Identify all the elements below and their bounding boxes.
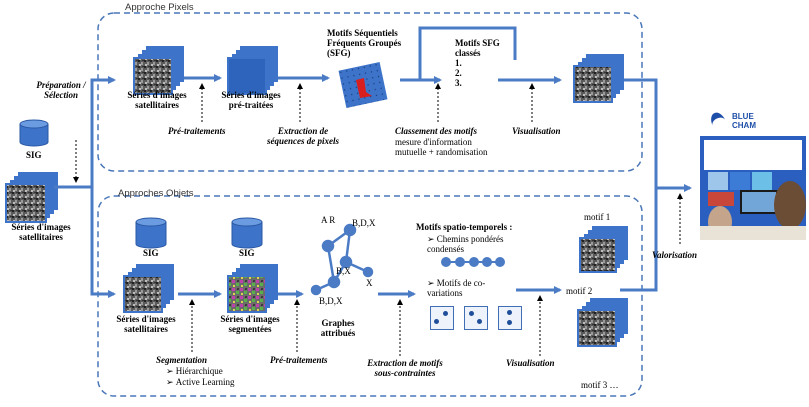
graph-label-x: X bbox=[366, 278, 373, 288]
pix-series-pre-label: Séries d'images pré-traitées bbox=[221, 90, 281, 110]
left-series-label: Séries d'images satellitaires bbox=[11, 222, 71, 242]
pix-pretraitements-label: Pré-traitements bbox=[168, 126, 226, 136]
covar-square-3 bbox=[498, 306, 522, 330]
seg-item-0: ➢ Hiérarchique bbox=[166, 366, 223, 376]
prep-label: Préparation / Sélection bbox=[36, 80, 86, 100]
obj-series-sat-label: Séries d'images satellitaires bbox=[116, 314, 176, 334]
obj-sig2-label: SIG bbox=[239, 248, 255, 258]
pix-pre-stack bbox=[227, 46, 278, 95]
classement-title: Classement des motifs bbox=[395, 126, 478, 136]
graph-label-bdx-top: B,D,X bbox=[352, 218, 376, 228]
pix-sat-stack bbox=[133, 46, 184, 95]
seg-item-1: ➢ Active Learning bbox=[166, 377, 235, 387]
obj-sig-cylinder-2 bbox=[231, 217, 263, 249]
logo-line1: BLUE bbox=[732, 112, 754, 121]
motif3-label: motif 3 … bbox=[581, 380, 619, 390]
pix-extraction-label: Extraction de séquences de pixels bbox=[267, 126, 339, 146]
bluecham-picture bbox=[700, 136, 806, 240]
obj-sig-cylinder-1 bbox=[135, 217, 167, 249]
objects-section-title: Approches Objets bbox=[118, 188, 194, 199]
obj-sig1-label: SIG bbox=[143, 248, 159, 258]
seg-item-1-text: Active Learning bbox=[175, 377, 235, 387]
motif1-stack bbox=[579, 226, 628, 273]
left-sig-cylinder bbox=[19, 119, 49, 147]
motif2-stack bbox=[577, 298, 628, 347]
obj-extraction-label: Extraction de motifs sous-contraintes bbox=[367, 358, 443, 378]
connector-right-bottom bbox=[620, 188, 658, 292]
graph-label-bx: B,X bbox=[336, 266, 351, 276]
weighted-chain bbox=[441, 257, 505, 267]
left-image-stack bbox=[5, 172, 58, 223]
motifs-item-1: ➢ Motifs de co- variations bbox=[427, 278, 486, 298]
motifs-item-0-text: Chemins pondérés condensés bbox=[427, 234, 504, 254]
motifs-item-1-text: Motifs de co- variations bbox=[427, 278, 486, 298]
graphes-label: Graphes attribués bbox=[320, 318, 356, 338]
motif1-label: motif 1 bbox=[584, 212, 611, 222]
covar-square-1 bbox=[430, 306, 454, 330]
valorisation-label: Valorisation bbox=[652, 250, 698, 260]
connector-left-trunk bbox=[54, 76, 116, 189]
attributed-graph bbox=[310, 223, 374, 296]
objects-section-box bbox=[97, 195, 643, 397]
graph-label-ar: A R bbox=[321, 215, 336, 225]
sfg-pattern-box bbox=[338, 62, 388, 108]
obj-seg-stack bbox=[227, 264, 278, 313]
left-sig-label: SIG bbox=[26, 150, 42, 160]
obj-visualisation-label: Visualisation bbox=[506, 358, 555, 368]
classement-desc: mesure d'information mutuelle + randomis… bbox=[395, 137, 488, 157]
connector-right-top bbox=[620, 78, 692, 192]
obj-pretraitements-label: Pré-traitements bbox=[270, 355, 328, 365]
obj-sat-stack bbox=[123, 264, 174, 313]
motifs-item-0: ➢ Chemins pondérés condensés bbox=[427, 234, 504, 254]
graph-label-bdx-bottom: B,D,X bbox=[319, 296, 343, 306]
pix-series-sat-label: Séries d'images satellitaires bbox=[127, 90, 187, 110]
motif2-label: motif 2 bbox=[566, 286, 593, 296]
obj-series-seg-label: Séries d'images segmentées bbox=[220, 314, 280, 334]
covar-square-2 bbox=[464, 306, 488, 330]
seg-item-0-text: Hiérarchique bbox=[175, 366, 223, 376]
pix-visualisation-label: Visualisation bbox=[512, 126, 561, 136]
pix-visu-stack bbox=[573, 54, 624, 103]
pixels-section-title: Approche Pixels bbox=[125, 2, 194, 13]
connector-left-down bbox=[90, 187, 116, 298]
pixels-section-box bbox=[97, 12, 643, 172]
logo-line2: CHAM bbox=[732, 121, 756, 130]
sfg-classes-label: Motifs SFG classés 1. 2. 3. bbox=[455, 38, 500, 88]
sfg-title: Motifs Séquentiels Fréquents Groupés (SF… bbox=[327, 28, 402, 58]
motifs-st-title: Motifs spatio-temporels : bbox=[416, 222, 513, 232]
segmentation-label: Segmentation bbox=[156, 355, 208, 365]
